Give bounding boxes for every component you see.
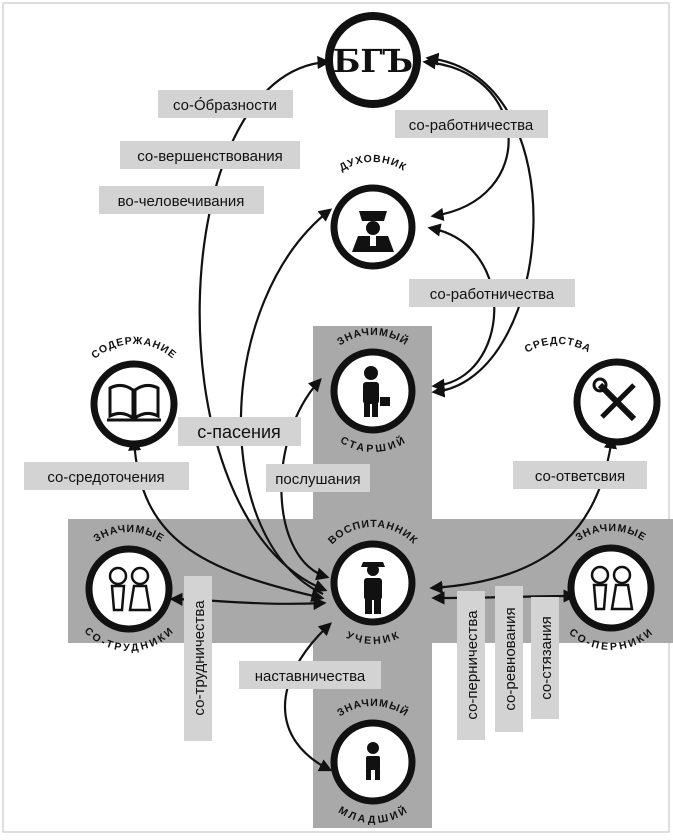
priest-icon [352, 211, 394, 252]
label-poslushaniya: послушания [275, 471, 360, 488]
label-co-obraznosti: со-О́бразности [173, 97, 277, 114]
student-icon [361, 562, 385, 614]
label-box-pernichestva [457, 591, 485, 740]
god-title: БГЪ [333, 42, 413, 80]
label-box-vershenstvovaniya [120, 141, 300, 169]
label-box-sredotocheniya [24, 462, 189, 490]
label-box-rabotnichestva-2 [409, 279, 575, 307]
label-co-sredotocheniya: со-средоточения [47, 469, 164, 486]
node-means: СРЕДСТВА [523, 335, 661, 446]
spiritual-arc-label: ДУХОВНИК [337, 153, 409, 174]
label-box-rabotnichestva-1 [395, 110, 548, 138]
label-box-paseniya [178, 417, 301, 446]
couple-icon [108, 566, 152, 612]
label-box-styazaniya [531, 597, 559, 719]
label-nastavnichestva: наставничества [255, 668, 366, 685]
arrow-spiritual-senior [427, 223, 496, 392]
label-co-rabotnichestva-2: со-работничества [430, 286, 555, 303]
arrow-pupil-junior [284, 622, 333, 772]
node-content: СОДЕРЖАНИЕ [89, 335, 179, 448]
label-box-chelovechivaniya [99, 186, 264, 214]
label-box-revnovaniya [495, 586, 523, 732]
label-co-trudnichestva: со-трудничества [191, 600, 208, 716]
labels: со-О́бразности со-работничества со-верше… [24, 90, 647, 741]
child-icon [366, 742, 380, 780]
label-co-styazaniya: со-стязания [538, 616, 555, 700]
couple-icon [590, 565, 634, 611]
label-co-vershenstvovaniya: со-вершенствования [137, 148, 283, 165]
means-arc-label: СРЕДСТВА [523, 335, 594, 356]
arrow-god-senior [425, 52, 535, 398]
content-arc-label: СОДЕРЖАНИЕ [89, 335, 179, 362]
label-vo-chelovechivaniya: во-человечивания [118, 193, 245, 210]
book-icon [107, 383, 161, 422]
label-co-pernichestva: со-перничества [464, 610, 481, 720]
businessman-icon [363, 366, 390, 417]
label-box-nastavnichestva [239, 661, 381, 689]
tools-icon [592, 377, 637, 422]
label-box-trudnichestva [184, 576, 212, 741]
label-co-otvetsviya: со-ответсвия [535, 468, 625, 485]
label-co-revnovaniya: со-ревнования [502, 607, 519, 710]
arrow-god-spiritual [422, 56, 510, 221]
label-s-paseniya: с-пасения [197, 422, 281, 442]
label-box-otvetsviya [513, 461, 647, 489]
node-god: БГЪ [325, 12, 421, 108]
label-box-poslushaniya [266, 464, 370, 492]
label-co-rabotnichestva-1: со-работничества [409, 117, 534, 134]
label-box-obraznosti [158, 90, 293, 118]
node-spiritual: ДУХОВНИК [330, 153, 416, 270]
connections [128, 52, 617, 772]
